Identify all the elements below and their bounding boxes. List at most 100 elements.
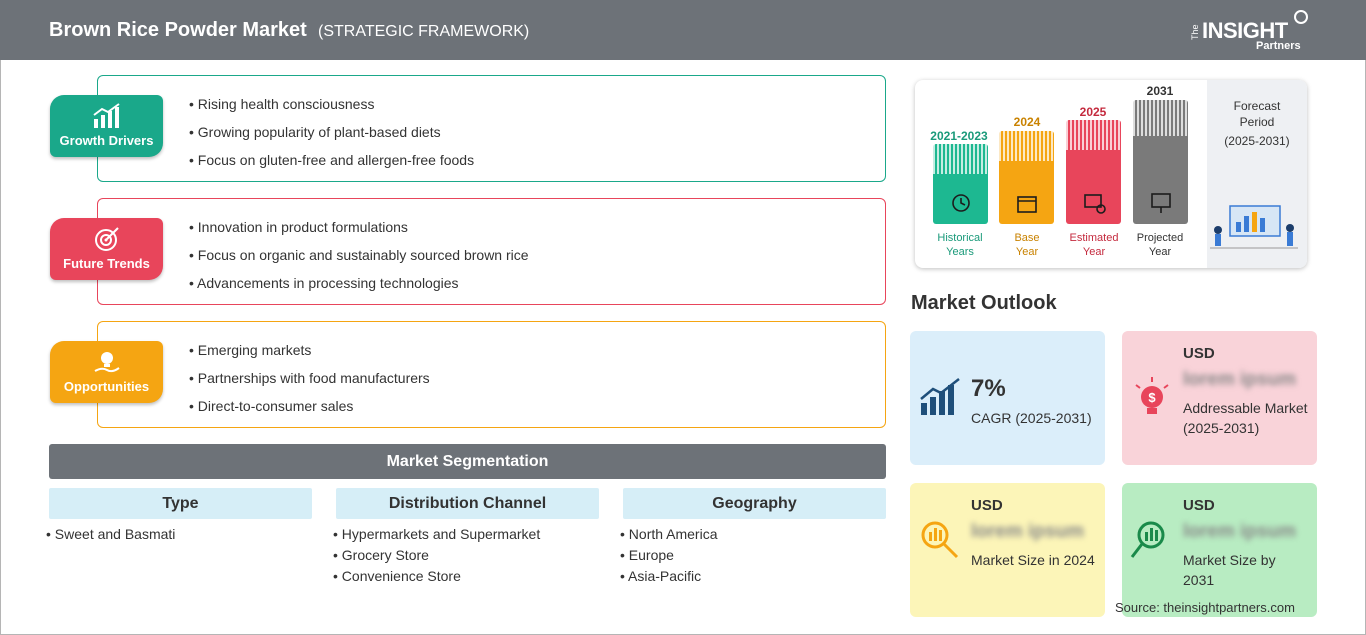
caption-line: Base (1014, 232, 1040, 244)
addressable-currency: USD (1183, 345, 1215, 362)
bar-stripe (1133, 100, 1188, 136)
list-item: Growing popularity of plant-based diets (189, 122, 474, 150)
forecast-line: Forecast (1233, 99, 1281, 113)
caption-line: Year (1148, 246, 1172, 258)
logo-circle-icon (1294, 10, 1308, 24)
lightbulb-dollar-icon: $ (1135, 377, 1169, 414)
list-item: North America (620, 525, 718, 546)
caption-line: Year (1082, 246, 1106, 258)
market-segmentation-bar: Market Segmentation (49, 444, 886, 479)
market-outlook-title: Market Outlook (911, 292, 1057, 314)
forecast-period-label: Forecast Period (2025-2031) (1215, 98, 1299, 149)
bar-historical (933, 144, 988, 224)
list-item: Innovation in product formulations (189, 217, 529, 245)
caption-base: Base Year (992, 231, 1062, 259)
growth-chart-icon (93, 103, 120, 128)
list-item: Hypermarkets and Supermarket (333, 525, 540, 546)
future-trends-badge: Future Trends (50, 218, 163, 280)
presentation-icon (1151, 193, 1171, 213)
list-item: Grocery Store (333, 546, 540, 567)
caption-line: Historical (937, 232, 983, 244)
segment-heading-geography: Geography (623, 488, 886, 519)
source-link[interactable]: Source: theinsightpartners.com (1115, 600, 1295, 615)
list-item: Europe (620, 546, 718, 567)
bar-stripe (999, 131, 1054, 161)
cagr-tile: 7% CAGR (2025-2031) (910, 331, 1105, 465)
size-2031-label: Market Size by 2031 (1183, 552, 1276, 588)
list-item: Asia-Pacific (620, 567, 718, 588)
future-trends-list: Innovation in product formulations Focus… (189, 217, 529, 301)
svg-text:$: $ (1148, 390, 1156, 405)
addressable-value: lorem ipsum (1183, 369, 1296, 390)
estimate-icon (1084, 194, 1106, 214)
target-icon (95, 227, 119, 251)
caption-line: Estimated (1069, 232, 1119, 244)
market-size-2024-tile: USD lorem ipsum Market Size in 2024 (910, 483, 1105, 617)
caption-historical: Historical Years (925, 231, 995, 259)
bar-stripe (1066, 120, 1121, 150)
insight-partners-logo[interactable]: The INSIGHT Partners (1190, 10, 1320, 54)
cagr-label: CAGR (2025-2031) (971, 410, 1092, 426)
future-trends-label: Future Trends (63, 256, 150, 271)
caption-line: Year (1015, 246, 1039, 258)
size-2031-value: lorem ipsum (1183, 521, 1296, 542)
growth-chart-icon (920, 378, 960, 415)
growth-drivers-list: Rising health consciousness Growing popu… (189, 94, 474, 178)
size-2024-label: Market Size in 2024 (971, 552, 1095, 568)
history-icon (952, 194, 970, 212)
logo-the: The (1190, 24, 1200, 40)
bar-stripe (933, 144, 988, 174)
growth-drivers-card: Rising health consciousness Growing popu… (97, 75, 886, 182)
opportunities-badge: Opportunities (50, 341, 163, 403)
forecast-line: (2025-2031) (1224, 134, 1290, 148)
list-item: Rising health consciousness (189, 94, 474, 122)
calendar-icon (1017, 196, 1037, 213)
chart-magnifier-icon (1130, 521, 1165, 558)
bar-estimated (1066, 120, 1121, 224)
forecast-line: Period (1239, 115, 1275, 129)
list-item: Emerging markets (189, 340, 430, 368)
money-magnifier-icon (921, 521, 959, 559)
market-size-2031-tile: USD lorem ipsum Market Size by 2031 (1122, 483, 1317, 617)
size-2031-currency: USD (1183, 497, 1215, 514)
segment-heading-distribution: Distribution Channel (336, 488, 599, 519)
page-subtitle: (STRATEGIC FRAMEWORK) (318, 23, 530, 40)
year-label-estimated: 2025 (1079, 105, 1107, 119)
list-item: Focus on organic and sustainably sourced… (189, 245, 529, 273)
lightbulb-hand-icon (94, 352, 120, 373)
header: Brown Rice Powder Market (STRATEGIC FRAM… (0, 0, 1366, 60)
size-2024-currency: USD (971, 497, 1003, 514)
list-item: Focus on gluten-free and allergen-free f… (189, 150, 474, 178)
caption-line: Projected (1136, 232, 1184, 244)
bar-projected (1133, 100, 1188, 224)
caption-line: Years (946, 246, 974, 258)
opportunities-label: Opportunities (63, 379, 150, 394)
list-item: Advancements in processing technologies (189, 273, 529, 301)
year-label-historical: 2021-2023 (930, 129, 988, 143)
caption-estimated: Estimated Year (1059, 231, 1129, 259)
growth-drivers-badge: Growth Drivers (50, 95, 163, 157)
list-item: Partnerships with food manufacturers (189, 368, 430, 396)
logo-partners: Partners (1256, 40, 1301, 52)
analytics-illustration-icon (1210, 205, 1298, 249)
cagr-value: 7% (971, 375, 1006, 402)
segment-list-distribution: Hypermarkets and Supermarket Grocery Sto… (333, 525, 540, 588)
segment-heading-type: Type (49, 488, 312, 519)
page-title: Brown Rice Powder Market (49, 19, 307, 41)
segment-list-type: Sweet and Basmati (46, 525, 176, 546)
opportunities-list: Emerging markets Partnerships with food … (189, 340, 430, 424)
list-item: Sweet and Basmati (46, 525, 176, 546)
bar-base (999, 131, 1054, 224)
year-label-projected: 2031 (1146, 84, 1174, 98)
logo-insight: INSIGHT (1202, 18, 1288, 43)
size-2024-value: lorem ipsum (971, 521, 1084, 542)
list-item: Direct-to-consumer sales (189, 396, 430, 424)
list-item: Convenience Store (333, 567, 540, 588)
addressable-label: Addressable Market (2025-2031) (1183, 400, 1308, 436)
caption-projected: Projected Year (1125, 231, 1195, 259)
year-label-base: 2024 (1013, 115, 1041, 129)
addressable-market-tile: $ USD lorem ipsum Addressable Market (20… (1122, 331, 1317, 465)
future-trends-card: Innovation in product formulations Focus… (97, 198, 886, 305)
growth-drivers-label: Growth Drivers (59, 133, 154, 148)
segment-list-geography: North America Europe Asia-Pacific (620, 525, 718, 588)
